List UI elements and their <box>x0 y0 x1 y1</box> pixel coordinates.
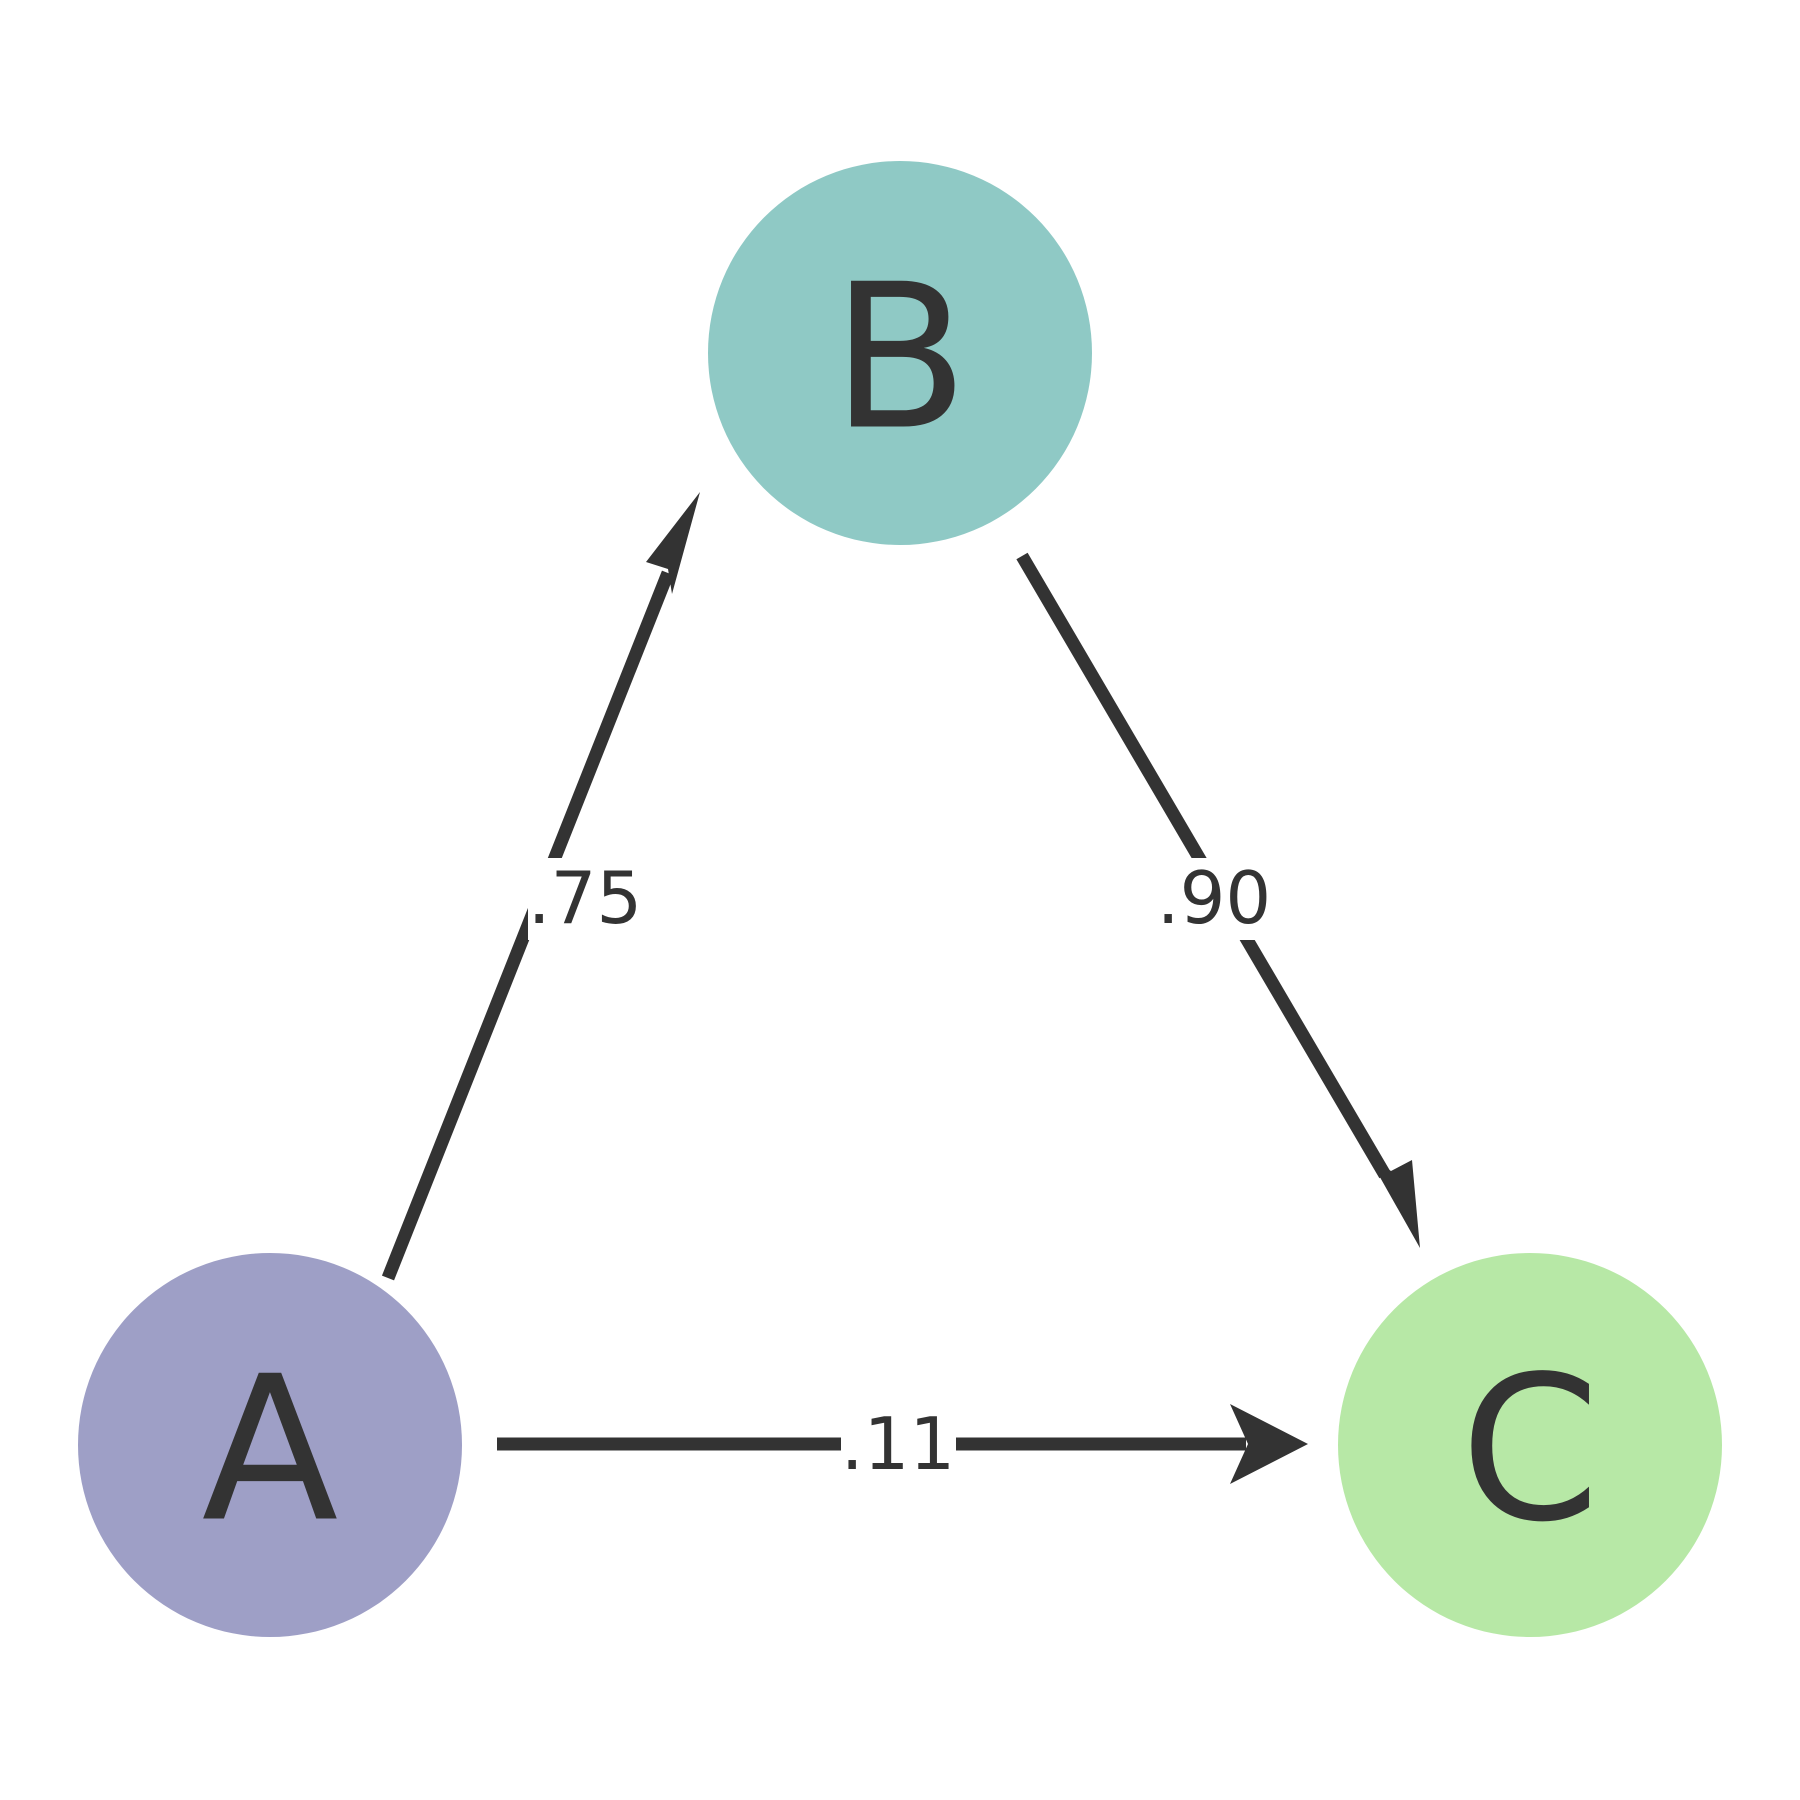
edge-a-to-c[interactable]: .11 <box>497 1402 1308 1486</box>
node-a-circle <box>78 1253 462 1637</box>
node-b[interactable]: B <box>708 161 1092 545</box>
node-c-circle <box>1338 1253 1722 1637</box>
node-c-label: C <box>1460 1334 1600 1567</box>
edge-a-to-b-label-mask <box>528 858 643 940</box>
edge-a-to-c-arrowhead <box>1230 1404 1308 1484</box>
edge-b-to-c-arrowhead <box>1368 1156 1420 1248</box>
edge-b-to-c-label: .90 <box>1157 856 1272 940</box>
node-b-circle <box>708 161 1092 545</box>
edge-a-to-b-arrowhead <box>646 492 700 594</box>
edge-a-to-c-label-mask <box>841 1404 956 1486</box>
node-a[interactable]: A <box>78 1253 462 1637</box>
edge-a-to-c-label: .11 <box>841 1402 956 1486</box>
edge-b-to-c[interactable]: .90 <box>1016 552 1420 1248</box>
edge-b-to-c-label-mask <box>1157 858 1272 940</box>
node-c[interactable]: C <box>1338 1253 1722 1637</box>
node-a-label: A <box>202 1334 339 1567</box>
node-b-label: B <box>831 242 968 475</box>
edge-a-to-b-label: .75 <box>528 856 643 940</box>
edge-a-to-b[interactable]: .75 <box>381 492 700 1281</box>
